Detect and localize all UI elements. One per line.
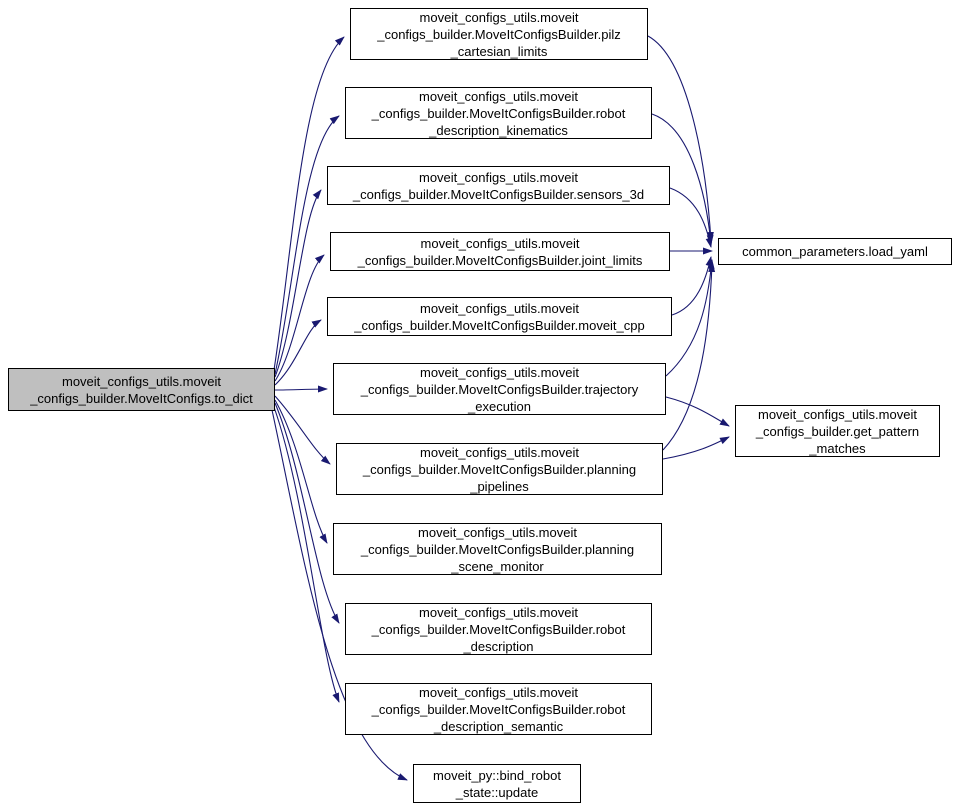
node-get-pattern-matches-label: moveit_configs_utils.moveit _configs_bui…: [755, 406, 920, 456]
node-robot-description-label: moveit_configs_utils.moveit _configs_bui…: [371, 604, 626, 654]
node-moveit-cpp-label: moveit_configs_utils.moveit _configs_bui…: [354, 300, 645, 333]
node-moveit-cpp[interactable]: moveit_configs_utils.moveit _configs_bui…: [327, 297, 672, 336]
node-to-dict[interactable]: moveit_configs_utils.moveit _configs_bui…: [8, 368, 275, 411]
node-sensors-3d-label: moveit_configs_utils.moveit _configs_bui…: [352, 169, 645, 202]
edge-robot-description-kinematics-load-yaml: [651, 113, 714, 245]
node-robot-description-semantic[interactable]: moveit_configs_utils.moveit _configs_bui…: [345, 683, 652, 735]
edge-to-dict-bind-robot-state-update: [271, 409, 408, 781]
edge-to-dict-planning-scene-monitor: [274, 399, 328, 544]
node-load-yaml-label: common_parameters.load_yaml: [742, 244, 928, 259]
node-robot-description[interactable]: moveit_configs_utils.moveit _configs_bui…: [345, 603, 652, 655]
edge-planning-pipelines-get-pattern-matches: [662, 436, 730, 460]
edge-to-dict-planning-pipelines: [274, 395, 331, 465]
node-planning-pipelines[interactable]: moveit_configs_utils.moveit _configs_bui…: [336, 443, 663, 495]
edge-trajectory-execution-get-pattern-matches: [665, 396, 730, 427]
edge-to-dict-joint-limits: [274, 254, 325, 382]
node-load-yaml[interactable]: common_parameters.load_yaml: [718, 238, 952, 265]
edge-pilz-cartesian-limits-load-yaml: [647, 35, 714, 242]
edge-trajectory-execution-load-yaml: [665, 259, 715, 377]
node-robot-description-kinematics[interactable]: moveit_configs_utils.moveit _configs_bui…: [345, 87, 652, 139]
edge-to-dict-pilz-cartesian-limits: [273, 36, 345, 371]
edge-to-dict-robot-description: [274, 402, 340, 624]
edge-sensors-3d-load-yaml: [669, 187, 713, 248]
node-planning-pipelines-label: moveit_configs_utils.moveit _configs_bui…: [362, 444, 637, 494]
node-pilz-cartesian-limits[interactable]: moveit_configs_utils.moveit _configs_bui…: [350, 8, 648, 60]
node-pilz-cartesian-limits-label: moveit_configs_utils.moveit _configs_bui…: [377, 9, 621, 59]
node-planning-scene-monitor[interactable]: moveit_configs_utils.moveit _configs_bui…: [333, 523, 662, 575]
edge-to-dict-trajectory-execution: [274, 385, 328, 393]
node-robot-description-semantic-label: moveit_configs_utils.moveit _configs_bui…: [371, 684, 626, 734]
node-bind-robot-state-update[interactable]: moveit_py::bind_robot _state::update: [413, 764, 581, 803]
node-to-dict-label: moveit_configs_utils.moveit _configs_bui…: [30, 373, 253, 406]
node-bind-robot-state-update-label: moveit_py::bind_robot _state::update: [433, 767, 561, 800]
node-sensors-3d[interactable]: moveit_configs_utils.moveit _configs_bui…: [327, 166, 670, 205]
node-planning-scene-monitor-label: moveit_configs_utils.moveit _configs_bui…: [360, 524, 635, 574]
node-joint-limits[interactable]: moveit_configs_utils.moveit _configs_bui…: [330, 232, 670, 271]
node-trajectory-execution-label: moveit_configs_utils.moveit _configs_bui…: [360, 364, 639, 414]
node-joint-limits-label: moveit_configs_utils.moveit _configs_bui…: [357, 235, 643, 268]
edge-planning-pipelines-load-yaml: [662, 262, 716, 451]
edge-to-dict-robot-description-semantic: [273, 406, 340, 703]
node-trajectory-execution[interactable]: moveit_configs_utils.moveit _configs_bui…: [333, 363, 666, 415]
edge-to-dict-robot-description-kinematics: [274, 115, 340, 375]
node-get-pattern-matches[interactable]: moveit_configs_utils.moveit _configs_bui…: [735, 405, 940, 457]
edge-to-dict-moveit-cpp: [274, 319, 322, 386]
edge-to-dict-sensors-3d: [274, 189, 322, 378]
node-robot-description-kinematics-label: moveit_configs_utils.moveit _configs_bui…: [371, 88, 626, 138]
